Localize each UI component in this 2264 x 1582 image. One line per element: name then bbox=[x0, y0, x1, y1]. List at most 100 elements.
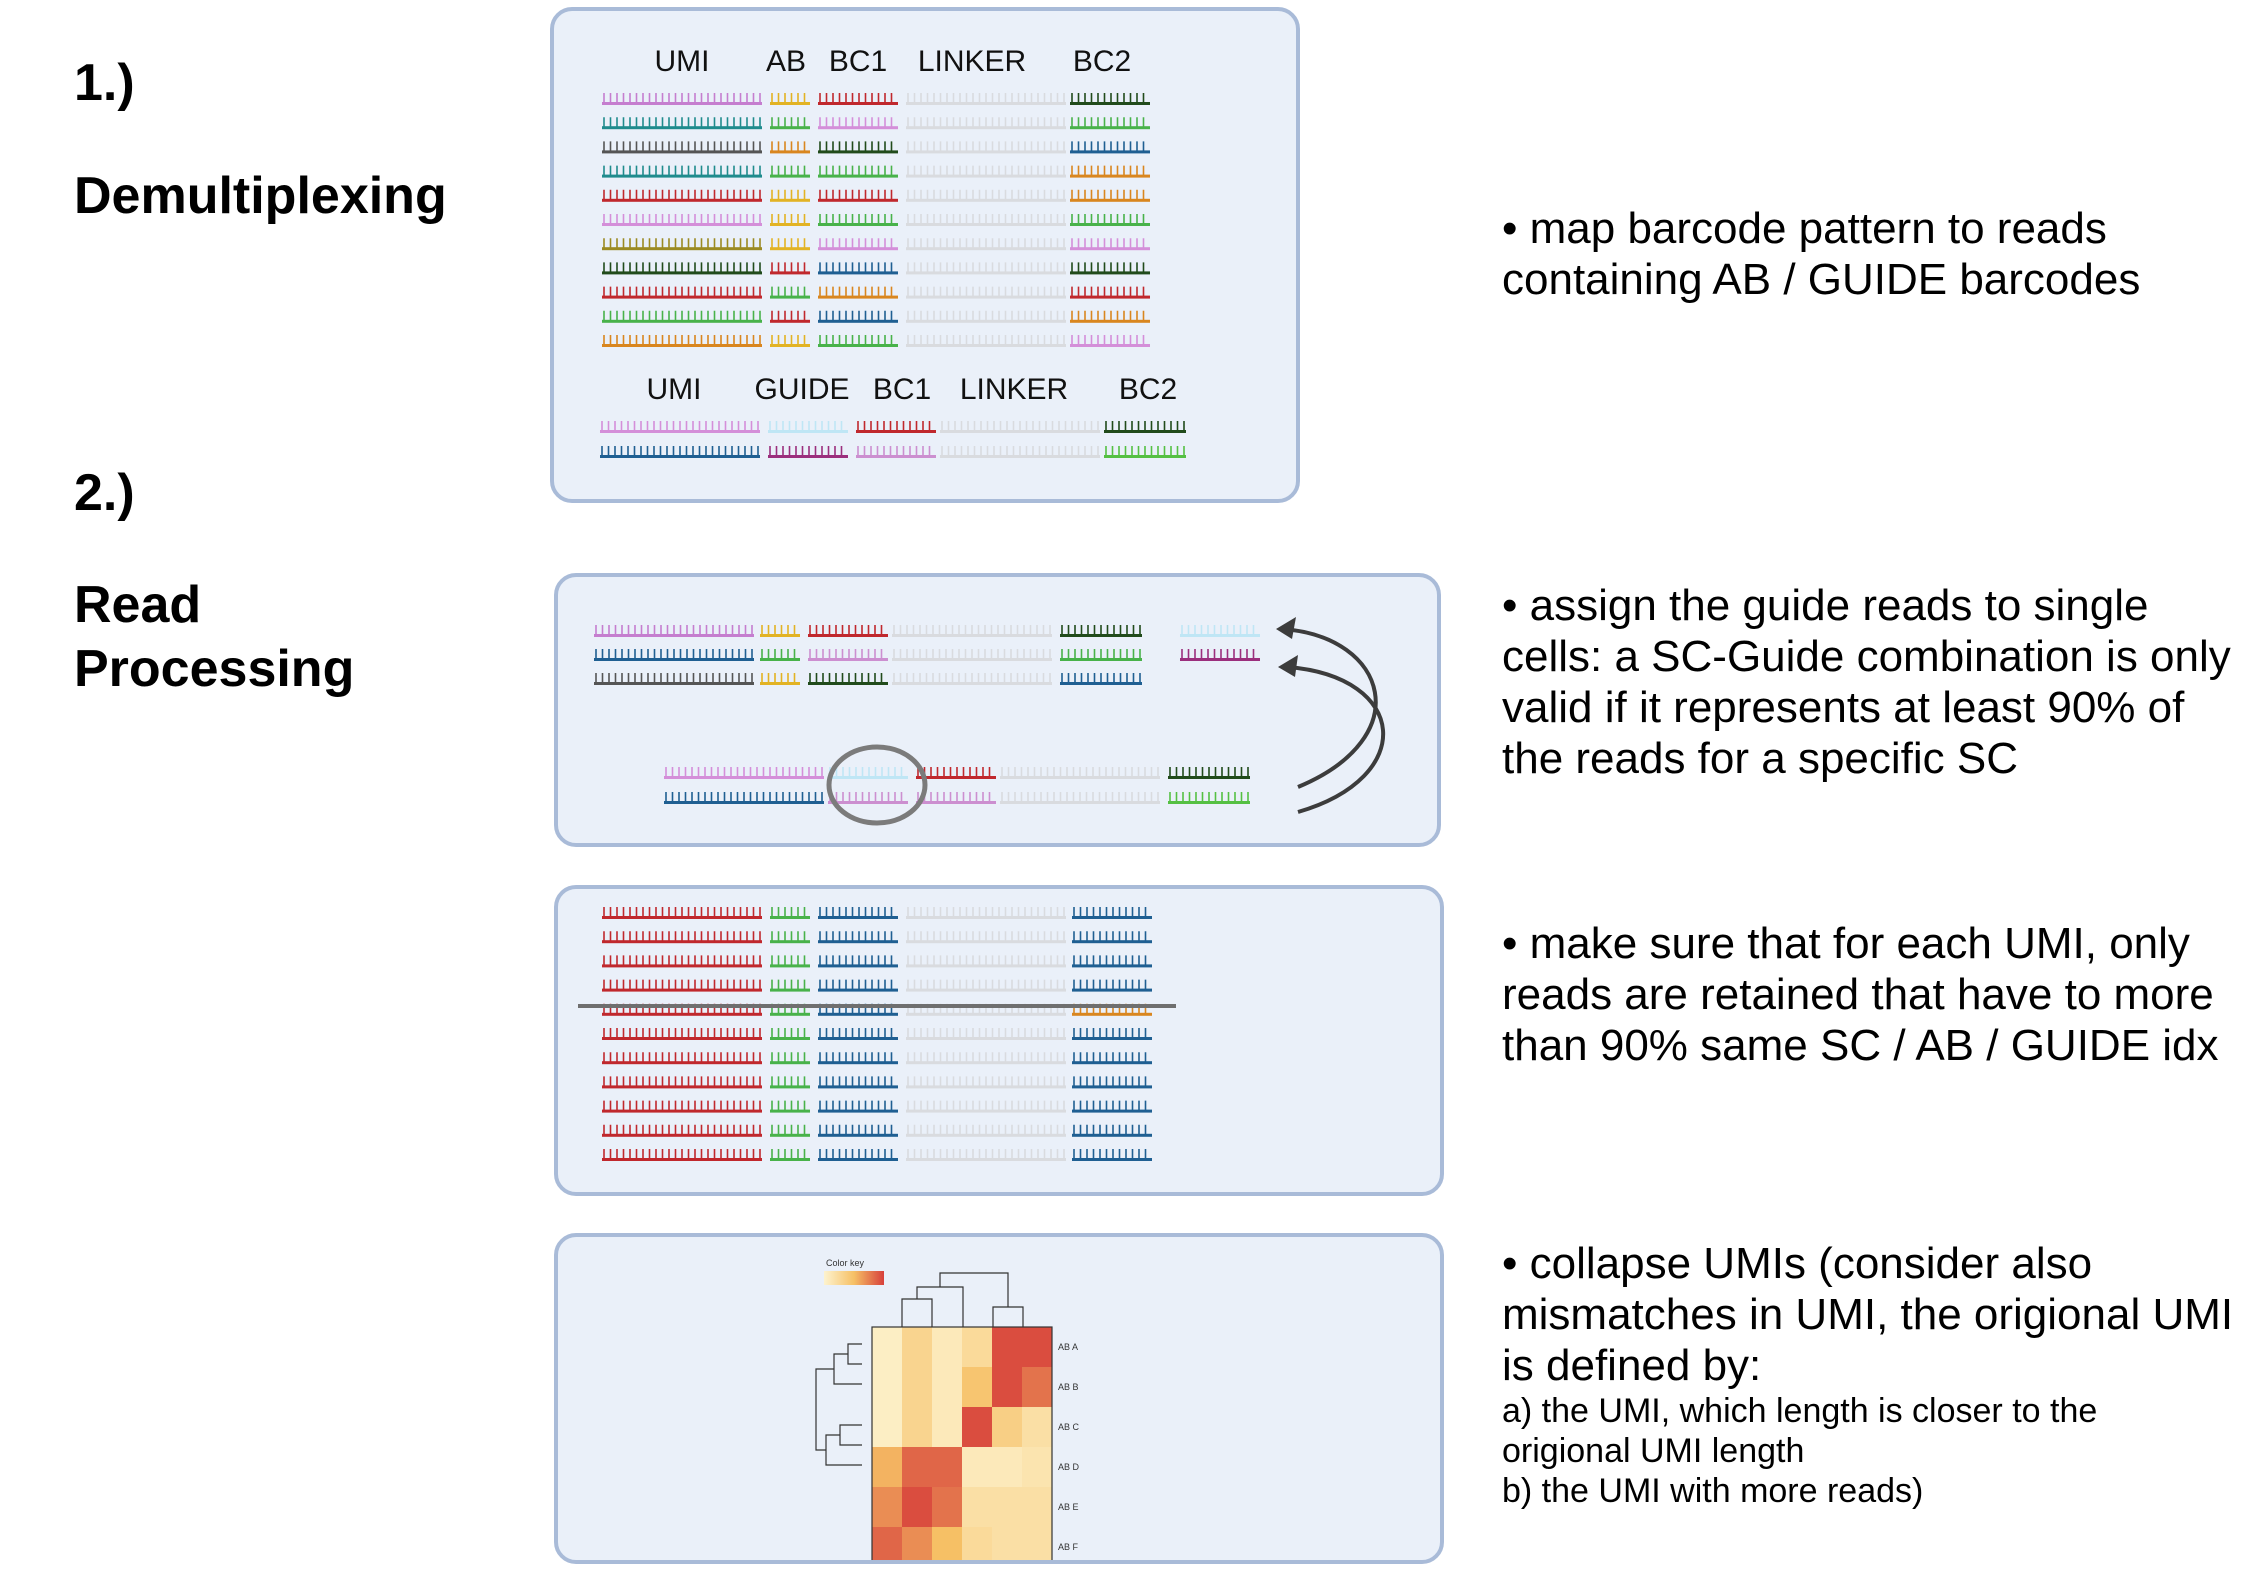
read-segment bbox=[1060, 625, 1142, 637]
heatmap-row-label: AB C bbox=[1058, 1422, 1080, 1432]
heatmap-cell bbox=[992, 1487, 1022, 1527]
read-segment bbox=[602, 93, 762, 105]
read-segment bbox=[1070, 165, 1150, 178]
desc-line: mismatches in UMI, the origional UMI bbox=[1502, 1290, 2234, 1339]
read-segment bbox=[760, 649, 800, 661]
read-segment bbox=[1070, 335, 1150, 347]
heatmap-cell bbox=[902, 1447, 932, 1487]
read-segment bbox=[940, 421, 1100, 433]
read-segment bbox=[818, 93, 898, 105]
read-segment bbox=[818, 310, 898, 323]
umi-filter-panel bbox=[554, 885, 1444, 1196]
desc-sub-line: a) the UMI, which length is closer to th… bbox=[1502, 1392, 2098, 1430]
read-segment bbox=[1070, 214, 1150, 226]
read-segment bbox=[906, 238, 1066, 251]
assign-arrow-1 bbox=[1282, 627, 1378, 789]
heatmap-cell bbox=[902, 1367, 932, 1407]
read-segment bbox=[602, 117, 762, 130]
heatmap-cell bbox=[1022, 1527, 1052, 1560]
read-segment bbox=[760, 625, 800, 637]
color-key-bar bbox=[824, 1271, 884, 1285]
read-segment bbox=[1072, 1149, 1152, 1161]
column-dendrogram bbox=[901, 1272, 1024, 1327]
read-segment bbox=[828, 792, 908, 804]
read-segment bbox=[818, 189, 898, 202]
read-segment bbox=[906, 286, 1066, 299]
column-label: LINKER bbox=[918, 45, 1026, 78]
read-segment bbox=[1070, 141, 1150, 154]
read-segment bbox=[1072, 1124, 1152, 1137]
heatmap-cell bbox=[962, 1407, 992, 1447]
read-segment bbox=[818, 214, 898, 226]
step2-title-line1: Read bbox=[74, 576, 202, 634]
heatmap-cell bbox=[872, 1527, 902, 1560]
read-segment bbox=[1072, 931, 1152, 944]
heatmap-cell bbox=[932, 1487, 962, 1527]
heatmap-cell bbox=[872, 1367, 902, 1407]
read-segment bbox=[770, 238, 810, 251]
read-segment bbox=[770, 1076, 810, 1089]
heatmap-cell bbox=[932, 1327, 962, 1367]
read-segment bbox=[818, 1149, 898, 1161]
read-segment bbox=[818, 1003, 898, 1016]
description-demultiplexing: • map barcode pattern to reads containin… bbox=[1502, 203, 2140, 305]
read-segment bbox=[600, 421, 760, 433]
read-segment bbox=[1180, 649, 1260, 661]
read-segment bbox=[602, 165, 762, 178]
read-segment bbox=[1070, 262, 1150, 275]
read-segment bbox=[906, 310, 1066, 323]
heatmap-cell bbox=[872, 1327, 902, 1367]
read-segment bbox=[808, 625, 888, 637]
read-segment bbox=[906, 165, 1066, 178]
read-segment bbox=[1072, 907, 1152, 919]
read-segment bbox=[770, 214, 810, 226]
read-segment bbox=[770, 165, 810, 178]
read-segment bbox=[602, 1076, 762, 1089]
step1-title: Demultiplexing bbox=[74, 167, 447, 225]
read-segment bbox=[906, 1124, 1066, 1137]
read-segment bbox=[1000, 767, 1160, 779]
read-segment bbox=[818, 1028, 898, 1040]
step2-title-line2: Processing bbox=[74, 640, 355, 698]
read-segment bbox=[770, 1003, 810, 1016]
heatmap-cell bbox=[1022, 1487, 1052, 1527]
read-segment bbox=[1072, 955, 1152, 968]
heatmap-cell bbox=[902, 1407, 932, 1447]
heatmap-cell bbox=[902, 1527, 932, 1560]
read-segment bbox=[602, 238, 762, 251]
column-label: GUIDE bbox=[754, 373, 849, 406]
read-segment bbox=[906, 141, 1066, 154]
read-segment bbox=[602, 955, 762, 968]
heatmap-row-label: AB D bbox=[1058, 1462, 1080, 1472]
guide-assignment-panel bbox=[554, 573, 1441, 847]
desc-sub-line: b) the UMI with more reads) bbox=[1502, 1472, 1924, 1510]
read-segment bbox=[906, 1076, 1066, 1089]
heatmap-border bbox=[871, 1326, 1053, 1560]
read-segment bbox=[818, 238, 898, 251]
heatmap-cell bbox=[932, 1367, 962, 1407]
read-segment bbox=[1072, 979, 1152, 992]
heatmap-row-label: AB E bbox=[1058, 1502, 1079, 1512]
read-segment bbox=[602, 1124, 762, 1137]
heatmap-cell bbox=[932, 1407, 962, 1447]
read-segment bbox=[602, 1052, 762, 1065]
read-segment bbox=[1070, 93, 1150, 105]
read-segment bbox=[856, 446, 936, 458]
read-segment bbox=[818, 117, 898, 130]
heatmap-cell bbox=[902, 1327, 932, 1367]
column-label: UMI bbox=[647, 373, 702, 406]
read-segment bbox=[916, 792, 996, 804]
desc-line: • assign the guide reads to single bbox=[1502, 581, 2149, 630]
heatmap-cell bbox=[932, 1527, 962, 1560]
desc-line: cells: a SC-Guide combination is only bbox=[1502, 632, 2231, 681]
heatmap-row-label: AB F bbox=[1058, 1542, 1079, 1552]
read-segment bbox=[906, 1149, 1066, 1161]
read-segment bbox=[940, 446, 1100, 458]
read-segment bbox=[906, 1003, 1066, 1016]
read-segment bbox=[1070, 310, 1150, 323]
read-segment bbox=[770, 310, 810, 323]
read-segment bbox=[594, 625, 754, 637]
read-segment bbox=[770, 93, 810, 105]
read-segment bbox=[906, 979, 1066, 992]
read-segment bbox=[770, 979, 810, 992]
